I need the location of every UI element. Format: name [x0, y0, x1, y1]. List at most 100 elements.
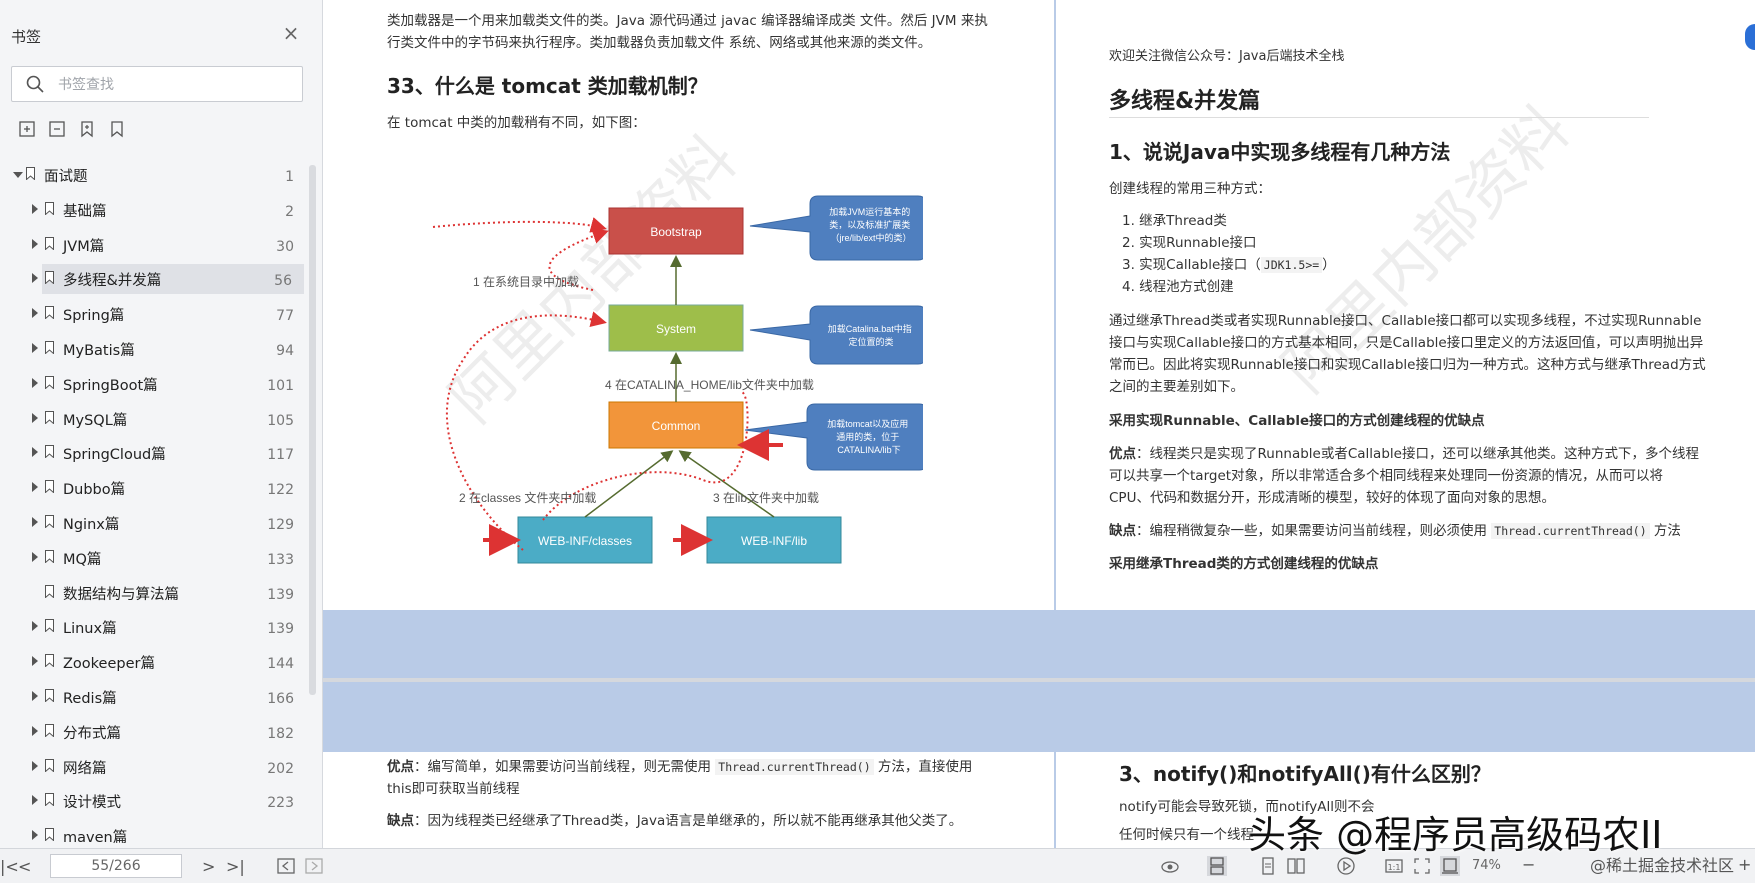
bookmark-page: 122 [267, 482, 294, 499]
caret-right-icon[interactable] [32, 725, 38, 736]
caret-right-icon[interactable] [32, 308, 38, 319]
add-bookmark-icon[interactable] [77, 119, 97, 139]
caret-right-icon[interactable] [32, 238, 38, 249]
q1-intro: 创建线程的常用三种方式： [1109, 181, 1271, 197]
status-bar: |< < 55/266 > >| 1:1 74% − + [0, 848, 1755, 883]
bookmark-label: 数据结构与算法篇 [63, 586, 179, 603]
caret-right-icon[interactable] [32, 273, 38, 284]
caret-right-icon[interactable] [32, 377, 38, 388]
next-page-icon[interactable]: > [202, 857, 216, 876]
caret-right-icon[interactable] [32, 482, 38, 493]
caret-right-icon[interactable] [32, 551, 38, 562]
bookmark-icon [45, 201, 54, 215]
page-number-input[interactable]: 55/266 [50, 854, 182, 878]
overlay-watermark-small: @稀土掘金技术社区 [1590, 856, 1735, 875]
bookmark-icon [45, 584, 54, 598]
continuous-view-icon[interactable] [1207, 856, 1227, 876]
list-item: 3. 实现Callable接口（JDK1.5>=） [1122, 257, 1336, 273]
caret-right-icon[interactable] [32, 517, 38, 527]
floating-button[interactable] [1745, 24, 1755, 50]
caret-right-icon[interactable] [32, 343, 38, 353]
para-line: 常而已。因此将实现Runnable接口和实现Callable接口归为一种方式。这… [1109, 357, 1706, 373]
bookmark-page: 166 [267, 691, 294, 707]
bootstrap-box [608, 207, 744, 255]
expand-all-icon[interactable] [17, 119, 37, 139]
collapse-all-icon[interactable] [47, 119, 67, 139]
q3-line-1: notify可能会导致死锁，而notifyAll则不会 [1119, 799, 1375, 815]
note-common [744, 403, 923, 471]
bookmark-label: SpringCloud篇 [63, 447, 166, 464]
bookmark-page: 129 [267, 517, 294, 533]
sidebar-scrollbar[interactable] [309, 165, 316, 695]
caret-right-icon[interactable] [32, 203, 38, 214]
zoom-out-icon[interactable]: − [1522, 855, 1536, 874]
caret-right-icon[interactable] [32, 621, 38, 632]
bookmark-search-input[interactable] [56, 74, 290, 96]
play-icon[interactable] [1336, 856, 1356, 876]
back-icon[interactable] [276, 856, 296, 876]
caret-down-icon[interactable] [13, 172, 23, 178]
bookmark-icon [45, 410, 54, 424]
intro-line-2: 行类文件中的字节码来执行程序。类加载器负责加载文件 系统、网络或其他来源的类文件… [387, 35, 932, 51]
single-page-icon[interactable] [1258, 856, 1278, 876]
fit-width-icon[interactable] [1440, 856, 1460, 876]
last-page-icon[interactable]: >| [226, 857, 245, 876]
para-line: 接口与实现Callable接口的方式基本相同，只是Callable接口里定义的方… [1109, 335, 1704, 351]
list-item: 4. 线程池方式创建 [1122, 279, 1234, 295]
caret-right-icon[interactable] [32, 795, 38, 806]
bookmark-search[interactable] [11, 66, 303, 102]
caret-right-icon[interactable] [32, 447, 38, 458]
bookmark-icon [45, 723, 54, 737]
webinf-lib-label: WEB-INF/lib [741, 534, 807, 548]
zoom-in-icon[interactable]: + [1738, 855, 1752, 874]
bookmark-icon [45, 375, 54, 389]
two-page-icon[interactable] [1286, 856, 1306, 876]
bookmark-label: JVM篇 [63, 238, 105, 255]
svg-text:加载Catalina.bat中指 定位置的类: 加载Catalina.bat中指 定位置的类 [828, 323, 915, 347]
close-icon[interactable]: × [282, 21, 300, 45]
bookmark-icon[interactable] [107, 119, 127, 139]
prev-page-icon[interactable]: < [18, 857, 32, 876]
first-page-icon[interactable]: |< [0, 857, 19, 876]
intro-line-1: 类加载器是一个用来加载类文件的类。Java 源代码通过 javac 编译器编译成… [387, 13, 988, 29]
bookmark-page: 56 [274, 273, 292, 290]
zoom-level[interactable]: 74% [1472, 858, 1501, 873]
bookmark-icon [45, 758, 54, 772]
eye-icon[interactable] [1160, 856, 1180, 876]
fit-page-icon[interactable] [1412, 856, 1432, 876]
bookmark-item[interactable]: maven篇 [0, 821, 306, 851]
q3-line-2: 任何时候只有一个线程 [1119, 827, 1254, 843]
q1-heading: 1、说说Java中实现多线程有几种方法 [1109, 140, 1451, 164]
dis-line: 缺点：编程稍微复杂一些，如果需要访问当前线程，则必须使用 Thread.curr… [1109, 523, 1681, 539]
actual-size-icon[interactable]: 1:1 [1384, 856, 1404, 876]
forward-icon[interactable] [304, 856, 324, 876]
question-heading: 33、什么是 tomcat 类加载机制？ [387, 74, 708, 98]
caret-right-icon[interactable] [32, 691, 38, 701]
bookmark-icon [45, 445, 54, 459]
caret-right-icon[interactable] [32, 830, 38, 841]
caret-right-icon[interactable] [32, 412, 38, 423]
para-line: 之间的主要差别如下。 [1109, 379, 1244, 395]
document-view[interactable]: 阿里内部资料 类加载器是一个用来加载类文件的类。Java 源代码通过 javac… [323, 0, 1755, 848]
caret-right-icon[interactable] [32, 760, 38, 771]
caret-right-icon[interactable] [32, 656, 38, 667]
